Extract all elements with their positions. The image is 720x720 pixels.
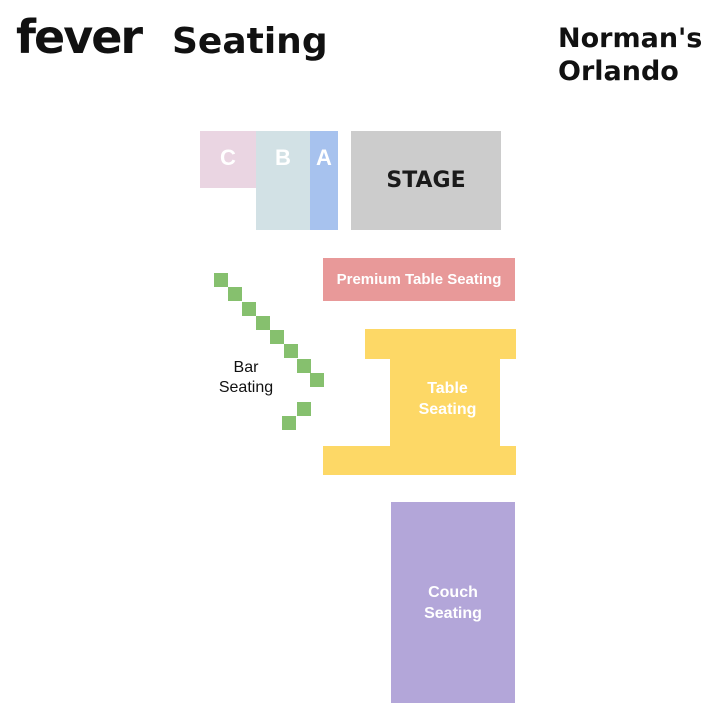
- page-title: Seating: [172, 21, 328, 62]
- table-seating-label-line-2: Seating: [418, 401, 477, 418]
- bar-seating-label-line-1: Bar: [233, 359, 259, 376]
- bar-seat[interactable]: [242, 302, 256, 316]
- stage-area: STAGE: [351, 131, 501, 230]
- bar-seat[interactable]: [284, 344, 298, 358]
- couch-seating-label-line-1: Couch: [428, 583, 478, 601]
- bar-seat[interactable]: [214, 273, 228, 287]
- table-seating-label: Table Seating: [390, 378, 505, 420]
- couch-seating-label: Couch Seating: [424, 582, 482, 624]
- bar-seat[interactable]: [297, 402, 311, 416]
- bar-seat[interactable]: [270, 330, 284, 344]
- bar-seating-label: Bar Seating: [208, 358, 284, 398]
- section-a-label: A: [316, 145, 332, 170]
- stage-label: STAGE: [386, 168, 466, 193]
- bar-seat[interactable]: [228, 287, 242, 301]
- bar-seating-label-line-2: Seating: [218, 379, 274, 396]
- section-b[interactable]: B: [256, 131, 310, 230]
- couch-seating-label-line-2: Seating: [424, 604, 482, 622]
- premium-table-seating-label: Premium Table Seating: [336, 271, 502, 288]
- venue-name: Norman's Orlando: [558, 22, 708, 88]
- bar-seat[interactable]: [256, 316, 270, 330]
- fever-logo: fever: [16, 10, 143, 64]
- bar-seat[interactable]: [297, 359, 311, 373]
- venue-name-line-1: Norman's: [558, 23, 703, 54]
- table-seating-label-line-1: Table: [427, 380, 468, 397]
- section-b-label: B: [275, 145, 291, 170]
- bar-seat[interactable]: [282, 416, 296, 430]
- venue-name-line-2: Orlando: [558, 56, 679, 87]
- table-seating-section[interactable]: [323, 329, 516, 475]
- table-seating-shape: [323, 329, 516, 475]
- premium-table-seating-section[interactable]: Premium Table Seating: [323, 258, 515, 301]
- couch-seating-section[interactable]: Couch Seating: [391, 502, 515, 703]
- bar-seat[interactable]: [310, 373, 324, 387]
- section-a[interactable]: A: [310, 131, 338, 230]
- section-c-label: C: [220, 145, 236, 170]
- section-c[interactable]: C: [200, 131, 256, 188]
